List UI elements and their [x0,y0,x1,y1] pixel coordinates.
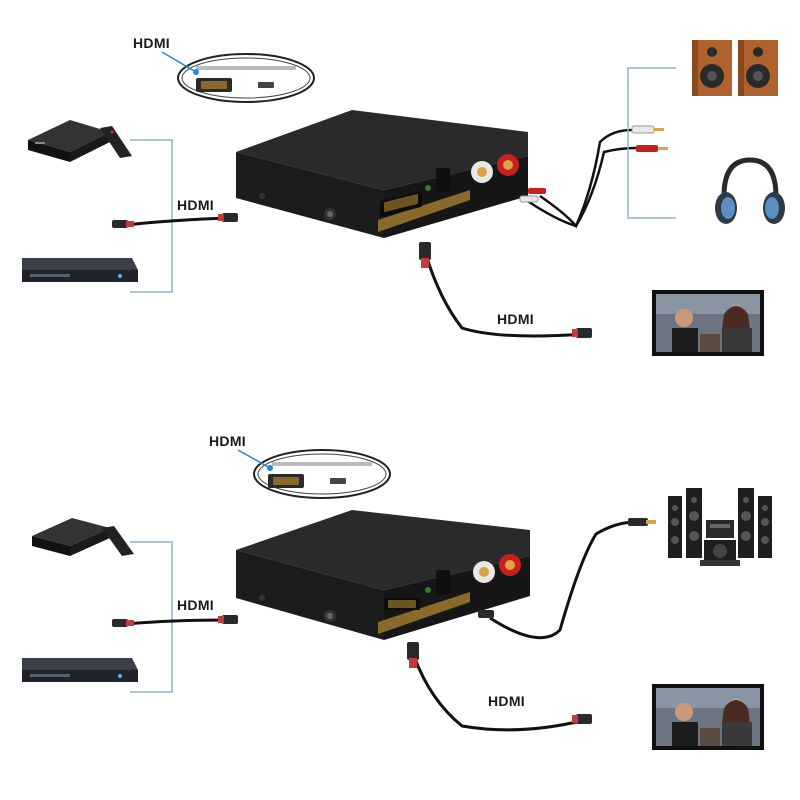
coaxial-cable [478,518,656,640]
hdmi-port-callout-icon [253,449,391,499]
tv-screen-icon [652,684,764,750]
diagram-bottom-graphics [22,449,772,750]
rca-stereo-cable [519,125,668,229]
diagram-bottom: HDMI HDMI HDMI [0,400,800,800]
hdmi-input-cable [112,615,238,627]
source-bracket [130,541,173,693]
tv-box-icon [32,518,134,556]
source-bracket [130,139,173,293]
output-cable-hdmi-label: HDMI [497,311,534,327]
hdmi-output-cable [407,642,592,732]
callout-hdmi-label: HDMI [209,433,246,449]
tv-screen-icon [652,290,764,356]
diagram-top-graphics [22,40,785,356]
speakers-icon [692,40,778,96]
hdmi-input-cable [112,213,238,228]
input-cable-hdmi-label: HDMI [177,197,214,213]
hdmi-splitter-icon [236,510,530,640]
callout-leader-line [237,449,271,469]
home-theater-icon [668,488,772,566]
bluray-player-icon [22,258,138,282]
callout-hdmi-label: HDMI [133,35,170,51]
hdmi-port-callout-icon [177,53,315,103]
hdmi-output-cable [419,242,592,338]
diagram-top: HDMI HDMI HDMI [22,35,785,356]
headphones-icon [715,157,785,224]
output-cable-hdmi-label: HDMI [488,693,525,709]
output-bracket [627,67,676,219]
bluray-player-icon [22,658,138,682]
tv-box-icon [28,120,132,162]
callout-leader-line [161,51,197,73]
input-cable-hdmi-label: HDMI [177,597,214,613]
hdmi-splitter-icon [236,110,528,238]
